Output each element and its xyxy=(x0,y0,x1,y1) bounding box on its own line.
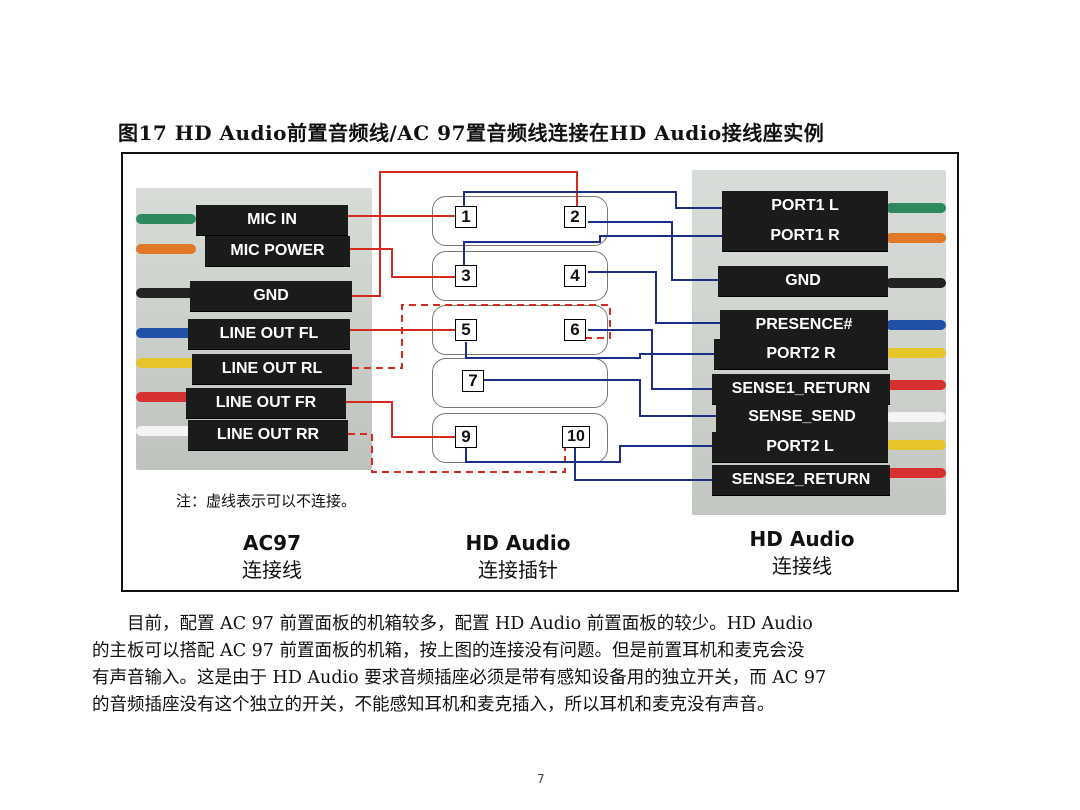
hd-label-sense2-return: SENSE2_RETURN xyxy=(712,465,890,495)
line-sense2-return-to-pin10 xyxy=(574,448,712,481)
pin-4: 4 xyxy=(564,265,586,287)
wire-red2-right xyxy=(886,468,946,478)
line-port2-r-to-pin5 xyxy=(465,342,714,359)
line-sense-send-to-pin7 xyxy=(484,379,716,417)
wire-yellow-right xyxy=(886,348,946,358)
line-line-out-fr-to-pin9 xyxy=(346,401,455,438)
hd-label-port2-l: PORT2 L xyxy=(712,432,888,462)
ac97-label-line-out-fl: LINE OUT FL xyxy=(188,319,350,349)
line-port1-r-to-pin3 xyxy=(463,235,722,265)
caption-hd-audio-cable-subtitle: 连接线 xyxy=(772,554,832,578)
line-presence-to-pin4 xyxy=(588,271,720,324)
ac97-label-gnd: GND xyxy=(190,281,352,311)
line-line-out-rl-dashed xyxy=(352,304,611,369)
wire-black-left xyxy=(136,288,196,298)
pin-6: 6 xyxy=(564,319,586,341)
pin-7: 7 xyxy=(462,370,484,392)
pin-3: 3 xyxy=(455,265,477,287)
caption-hd-audio-cable: HD Audio 连接线 xyxy=(732,526,872,580)
wire-orange-right xyxy=(886,233,946,243)
wire-black-right xyxy=(886,278,946,288)
ac97-label-mic-power: MIC POWER xyxy=(205,236,350,266)
paragraph-line: 的音频插座没有这个独立的开关，不能感知耳机和麦克插入，所以耳机和麦克没有声音。 xyxy=(92,695,775,715)
figure-frame xyxy=(121,152,959,592)
line-line-out-rr-dashed xyxy=(348,433,566,473)
line-sense1-return-to-pin6 xyxy=(588,329,712,390)
hd-label-presence: PRESENCE# xyxy=(720,310,888,340)
hd-label-port1-l: PORT1 L xyxy=(722,191,888,221)
ac97-label-line-out-rr: LINE OUT RR xyxy=(188,420,348,450)
paragraph-line: 目前，配置 AC 97 前置面板的机箱较多，配置 HD Audio 前置面板的较… xyxy=(92,614,813,634)
wire-blue-right xyxy=(886,320,946,330)
pin-1: 1 xyxy=(455,206,477,228)
hd-label-port1-r: PORT1 R xyxy=(722,221,888,251)
wire-white-right xyxy=(886,412,946,422)
wire-green-right xyxy=(886,203,946,213)
line-gnd-to-pin2 xyxy=(352,171,578,297)
page-number: 7 xyxy=(537,772,545,786)
caption-hd-audio-pins-subtitle: 连接插针 xyxy=(478,558,558,582)
body-paragraph: 目前，配置 AC 97 前置面板的机箱较多，配置 HD Audio 前置面板的较… xyxy=(92,611,1002,719)
paragraph-line: 有声音输入。这是由于 HD Audio 要求音频插座必须是带有感知设备用的独立开… xyxy=(92,668,827,688)
wire-red-left xyxy=(136,392,196,402)
hd-label-sense-send: SENSE_SEND xyxy=(716,402,888,432)
line-port2-l-to-pin9 xyxy=(465,445,712,463)
caption-ac97-subtitle: 连接线 xyxy=(242,558,302,582)
ac97-label-line-out-rl: LINE OUT RL xyxy=(192,354,352,384)
wire-blue-left xyxy=(136,328,196,338)
hd-label-sense1-return: SENSE1_RETURN xyxy=(712,374,890,404)
wire-yellow-left xyxy=(136,358,196,368)
hd-label-gnd: GND xyxy=(718,266,888,296)
line-gnd-to-pin2-blue xyxy=(588,221,718,281)
hd-label-port2-r: PORT2 R xyxy=(714,339,888,369)
caption-hd-audio-pins-title: HD Audio xyxy=(465,531,571,555)
wire-green-left xyxy=(136,214,196,224)
dashed-line-note: 注：虚线表示可以不连接。 xyxy=(176,492,357,510)
line-mic-power-to-pin3 xyxy=(350,248,455,278)
wire-red-right xyxy=(886,380,946,390)
caption-hd-audio-pins: HD Audio 连接插针 xyxy=(448,530,588,584)
pin-10: 10 xyxy=(562,426,590,448)
wire-yellow2-right xyxy=(886,440,946,450)
pin-9: 9 xyxy=(455,426,477,448)
figure-title: 图17 HD Audio前置音频线/AC 97置音频线连接在HD Audio接线… xyxy=(118,121,825,145)
caption-hd-audio-cable-title: HD Audio xyxy=(749,527,855,551)
paragraph-line: 的主板可以搭配 AC 97 前置面板的机箱，按上图的连接没有问题。但是前置耳机和… xyxy=(92,641,805,661)
ac97-label-line-out-fr: LINE OUT FR xyxy=(186,388,346,418)
wire-white-left xyxy=(136,426,196,436)
line-port1-l-to-pin1 xyxy=(463,191,722,209)
caption-ac97-title: AC97 xyxy=(243,531,301,555)
ac97-label-mic-in: MIC IN xyxy=(196,205,348,235)
caption-ac97: AC97 连接线 xyxy=(222,530,322,584)
pin-2: 2 xyxy=(564,206,586,228)
pin-5: 5 xyxy=(455,319,477,341)
wire-orange-left xyxy=(136,244,196,254)
